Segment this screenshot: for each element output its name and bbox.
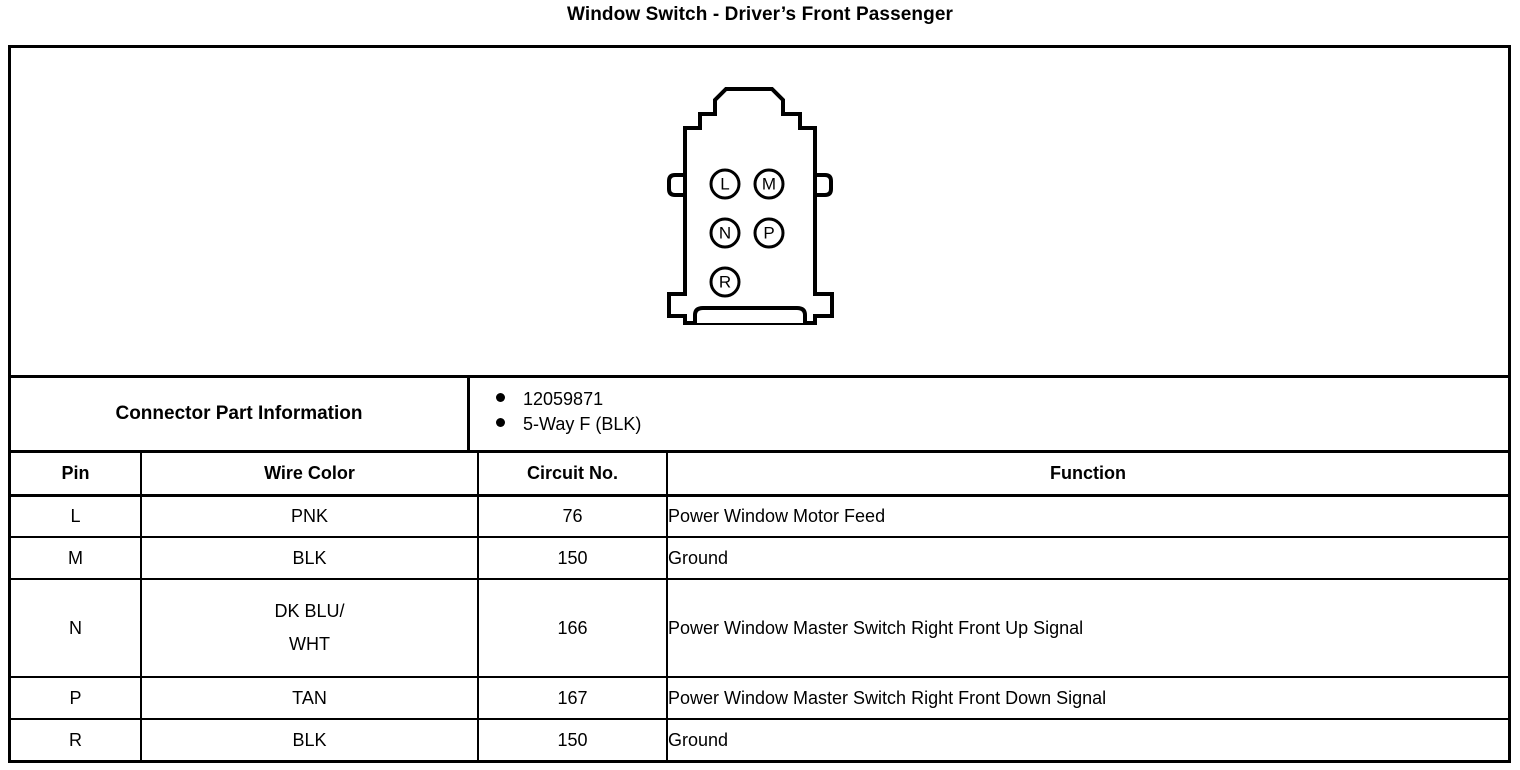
part-information-item: 5-Way F (BLK) (496, 412, 1508, 437)
part-information-item: 12059871 (496, 387, 1508, 412)
connector-body-outline (666, 87, 834, 325)
table-row: R BLK 150 Ground (11, 718, 1508, 761)
pin-label-R: R (718, 273, 730, 292)
column-header-pin: Pin (11, 453, 142, 497)
cell-wire-color: BLK (141, 536, 479, 579)
cell-pin: M (11, 536, 142, 579)
cell-wire-color: PNK (141, 494, 479, 537)
cell-circuit-no: 150 (478, 718, 668, 761)
pin-cavity-N: N (709, 217, 740, 249)
cell-circuit-no: 76 (478, 494, 668, 537)
part-information-label: Connector Part Information (11, 378, 470, 450)
connector-sheet: L M N P R Co (8, 45, 1511, 763)
column-header-circuit-no: Circuit No. (478, 453, 668, 497)
table-header-row: Pin Wire Color Circuit No. Function (11, 453, 1508, 497)
pin-label-L: L (720, 175, 729, 194)
bullet-icon (496, 418, 505, 427)
cell-wire-color: DK BLU/ WHT (141, 578, 479, 677)
cell-circuit-no: 167 (478, 676, 668, 719)
table-row: M BLK 150 Ground (11, 536, 1508, 579)
cell-wire-color: TAN (141, 676, 479, 719)
connector-right-latch-icon (814, 173, 833, 197)
connector-diagram-panel: L M N P R (11, 48, 1508, 378)
part-number-text: 12059871 (523, 389, 604, 409)
pin-out-table: Pin Wire Color Circuit No. Function L PN… (11, 453, 1508, 761)
connector-bottom-lip (692, 306, 807, 323)
pin-label-N: N (718, 224, 730, 243)
pin-label-M: M (761, 175, 775, 194)
cell-pin: R (11, 718, 142, 761)
cell-circuit-no: 166 (478, 578, 668, 677)
bullet-icon (496, 393, 505, 402)
table-row: P TAN 167 Power Window Master Switch Rig… (11, 676, 1508, 719)
wire-color-line-1: DK BLU/ (274, 601, 345, 621)
cell-circuit-no: 150 (478, 536, 668, 579)
table-row: N DK BLU/ WHT 166 Power Window Master Sw… (11, 578, 1508, 677)
column-header-wire-color: Wire Color (141, 453, 479, 497)
cell-pin: N (11, 578, 142, 677)
column-header-function: Function (667, 453, 1508, 497)
cell-function: Power Window Master Switch Right Front U… (667, 578, 1508, 677)
connector-outline-svg: L M N P R (666, 87, 834, 325)
pin-cavity-M: M (753, 168, 784, 200)
pin-cavity-R: R (709, 266, 740, 298)
connector-left-latch-icon (666, 173, 685, 197)
wire-color-line-2: WHT (289, 634, 330, 654)
page-title: Window Switch - Driver’s Front Passenger (566, 4, 953, 25)
cell-function: Ground (667, 536, 1508, 579)
cell-pin: P (11, 676, 142, 719)
pin-cavity-P: P (753, 217, 784, 249)
cell-function: Power Window Master Switch Right Front D… (667, 676, 1508, 719)
cell-function: Power Window Motor Feed (667, 494, 1508, 537)
table-row: L PNK 76 Power Window Motor Feed (11, 494, 1508, 537)
connector-part-information-row: Connector Part Information 12059871 5-Wa… (11, 378, 1508, 453)
connector-illustration: L M N P R (11, 48, 1508, 375)
cell-wire-color: BLK (141, 718, 479, 761)
pin-cavity-L: L (709, 168, 740, 200)
cell-pin: L (11, 494, 142, 537)
part-information-values: 12059871 5-Way F (BLK) (470, 378, 1508, 450)
pin-label-P: P (763, 224, 774, 243)
wire-color-multiline: DK BLU/ WHT (142, 591, 477, 665)
cell-function: Ground (667, 718, 1508, 761)
connector-type-text: 5-Way F (BLK) (523, 414, 642, 434)
